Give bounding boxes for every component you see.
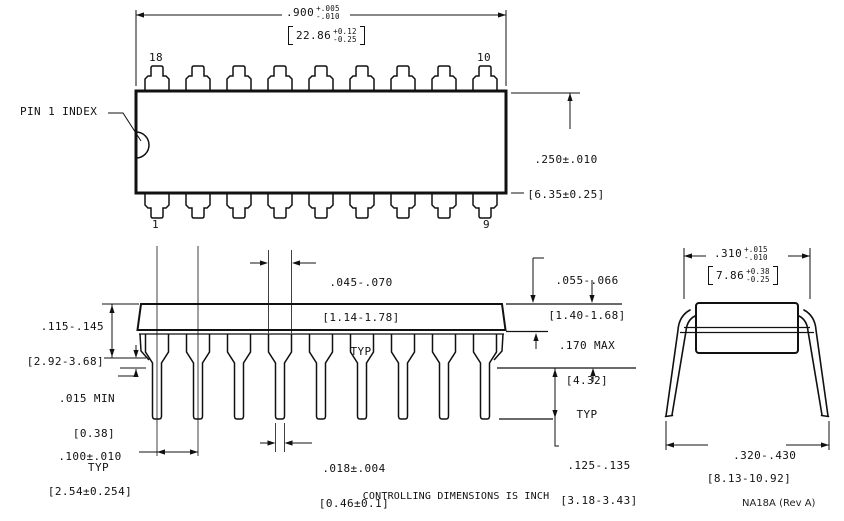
dim-row-spacing-mm: 7.86 +0.38-0.25 (708, 266, 778, 285)
pin-number-18: 18 (149, 51, 164, 64)
pin-number-1: 1 (152, 218, 160, 231)
dim-lead-width: .018±.004 [0.46±0.1] TYP (318, 462, 390, 510)
pin1-index-label: PIN 1 INDEX (20, 105, 98, 118)
dim-length-mm: 22.86 +0.12-0.25 (288, 26, 365, 45)
bottom-pins (144, 193, 498, 219)
dim-overall-height: .170 MAX [4.32] TYP (558, 339, 616, 421)
dim-cap-height: .055-.066 [1.40-1.68] (548, 274, 626, 322)
dim-body-height: .115-.145 [2.92-3.68] (26, 320, 104, 368)
dim-shoulder-width: .045-.070 [1.14-1.78] TYP (322, 276, 400, 358)
pin-number-10: 10 (477, 51, 492, 64)
bracket-right (772, 266, 778, 285)
dim-body-width: .250±.010 [6.35±0.25] (524, 131, 608, 223)
bracket-left (288, 26, 293, 45)
document-reference: NA18A (Rev A) (742, 498, 816, 509)
dim-lead-length: .125-.135 [3.18-3.43] TYP (560, 459, 638, 507)
top-pins (144, 65, 498, 91)
dimension-arrowheads (109, 12, 829, 455)
bracket-left (708, 266, 713, 285)
pin-number-9: 9 (483, 218, 491, 231)
dim-standoff: .015 MIN [0.38] TYP (58, 392, 115, 474)
dim-lead-spread: .320-.430 [8.13-10.92] (706, 448, 797, 485)
bracket-right (359, 26, 365, 45)
top-view-outline (134, 89, 508, 195)
dim-row-spacing-inch: .310 +.015-.010 (714, 245, 768, 262)
end-view-outline (664, 302, 830, 418)
end-view-leads (664, 309, 830, 418)
pin1-index-notch (135, 131, 150, 159)
dimension-lines (102, 10, 830, 456)
pin1-index-leader (108, 112, 142, 142)
dim-length-inch: .900 +.005-.010 (286, 4, 340, 21)
dim-pitch: .100±.010 [2.54±0.254] TYP (47, 450, 133, 521)
controlling-dimensions-note: CONTROLLING DIMENSIONS IS INCH VALUES IN… (362, 491, 550, 502)
side-view-outline (136, 303, 507, 361)
